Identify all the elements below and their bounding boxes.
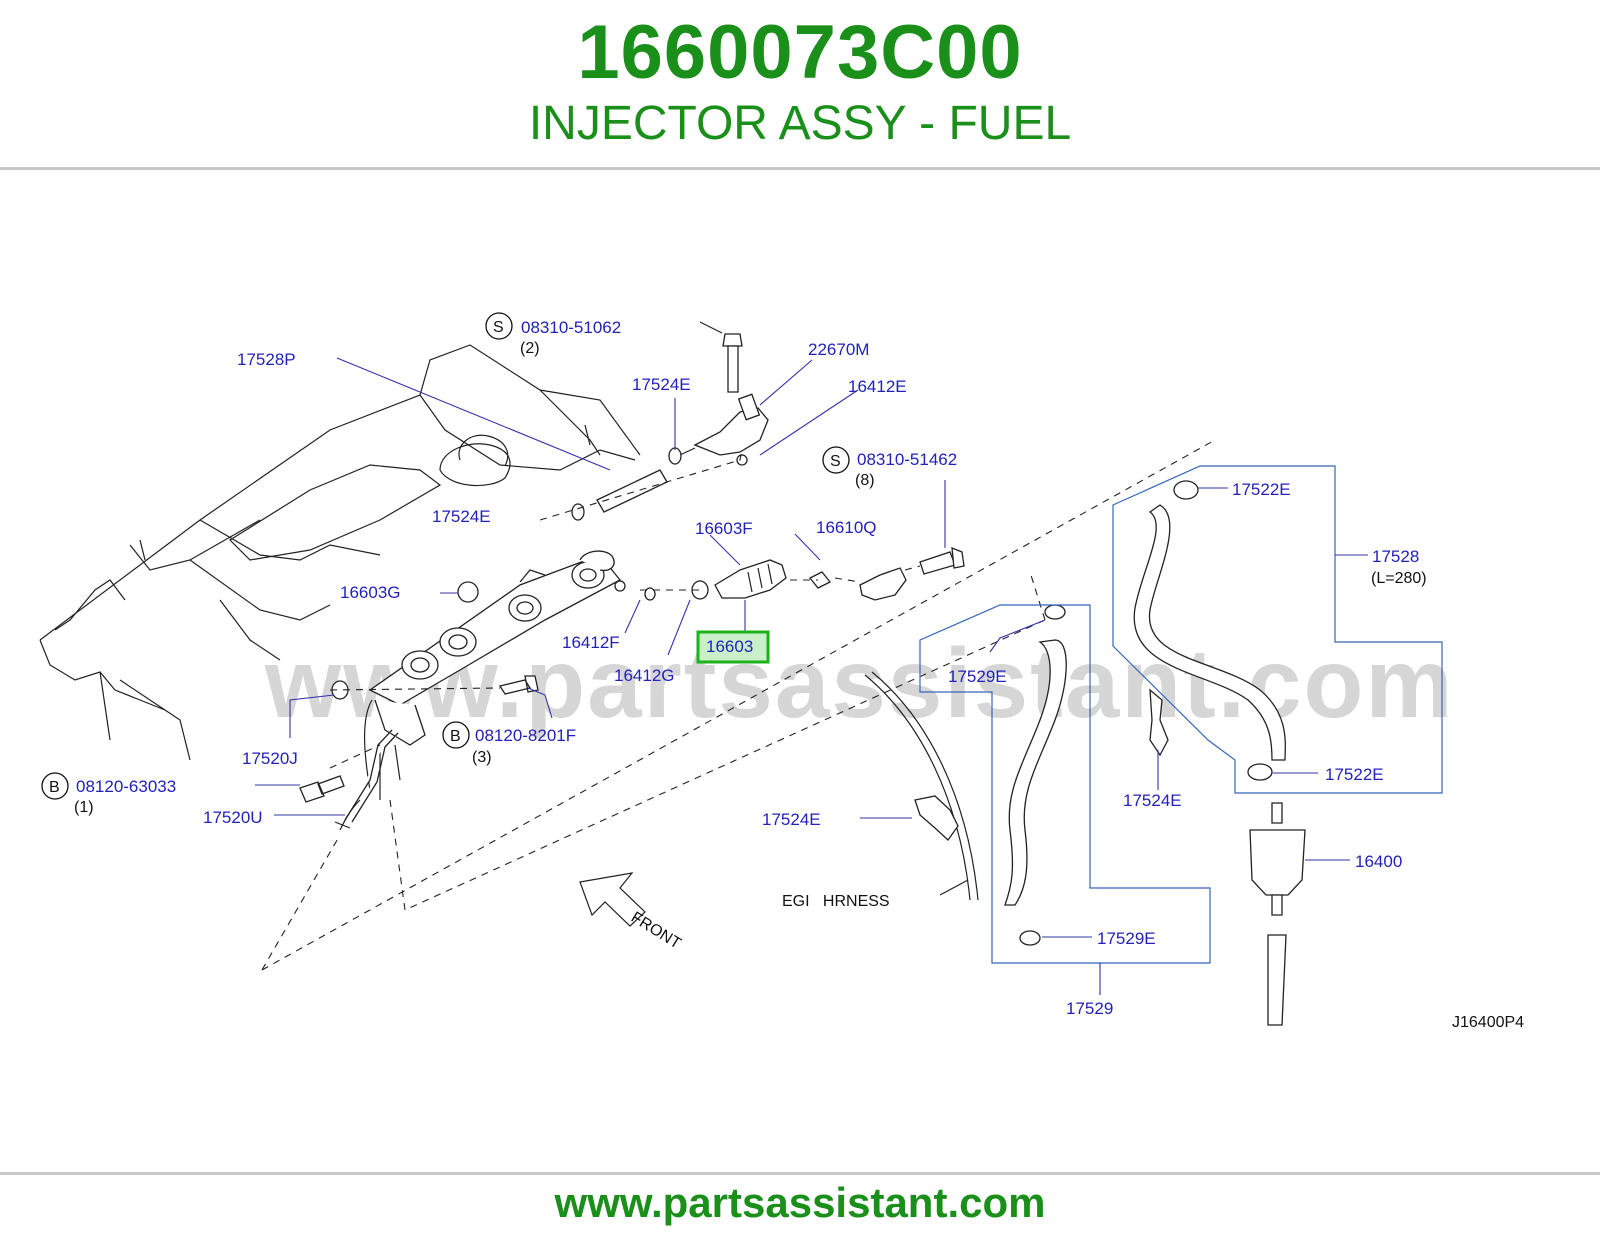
page-header: 1660073C00 INJECTOR ASSY - FUEL	[0, 0, 1600, 170]
engine-outline	[39, 344, 641, 761]
label-17529E-top[interactable]: 17529E	[948, 667, 1007, 686]
fuel-filter-16400	[1249, 802, 1306, 1026]
part-labels: 17528P 08310-51062 (2) 22670M 17524E 164…	[74, 318, 1524, 1031]
label-16412E[interactable]: 16412E	[848, 377, 907, 396]
label-16603F[interactable]: 16603F	[695, 519, 753, 538]
footer-divider	[0, 1172, 1600, 1175]
highlighted-part-box	[696, 630, 770, 664]
bolt-08310-51462	[919, 546, 965, 575]
qty-08120-63033: (1)	[74, 799, 94, 816]
bolt-marker	[41, 772, 69, 800]
header-divider	[0, 167, 1600, 170]
label-17522E-bottom[interactable]: 17522E	[1325, 765, 1384, 784]
label-17528[interactable]: 17528	[1372, 547, 1419, 566]
explosion-lines	[261, 439, 1216, 971]
clamp-17524E-upper	[668, 447, 682, 465]
label-17529[interactable]: 17529	[1066, 999, 1113, 1018]
label-08120-8201F[interactable]: 08120-8201F	[475, 726, 576, 745]
bolt-08120-63033	[299, 775, 345, 803]
label-08310-51062[interactable]: 08310-51062	[521, 318, 621, 337]
qty-08310-51062: (2)	[520, 340, 540, 357]
label-08310-51462[interactable]: 08310-51462	[857, 450, 957, 469]
marker-b-text: B	[49, 779, 60, 796]
qty-08120-8201F: (3)	[472, 749, 492, 766]
standard-part-marker	[485, 312, 513, 340]
label-egi-harness: EGI HRNESS	[782, 893, 890, 910]
label-08120-63033[interactable]: 08120-63033	[76, 777, 176, 796]
holder-16603F	[859, 567, 907, 601]
standard-part-marker	[822, 446, 850, 474]
length-17528: (L=280)	[1371, 570, 1427, 587]
fuel-line-17520U	[344, 729, 399, 823]
bolt-08310-51062	[699, 321, 743, 393]
clamp-17524E-harness	[914, 795, 959, 841]
marker-b-text: B	[450, 728, 461, 745]
marker-s-text: S	[493, 319, 504, 336]
label-17522E-top[interactable]: 17522E	[1232, 480, 1291, 499]
label-16603-highlighted[interactable]: 16603	[706, 637, 753, 656]
clamp-17524E-right	[1149, 688, 1169, 757]
clamp-17524E-lower	[571, 503, 585, 521]
front-label: FRONT	[628, 909, 684, 953]
qty-08310-51462: (8)	[855, 472, 875, 489]
pressure-regulator-22670M	[679, 393, 769, 466]
group-box-17528	[1112, 465, 1443, 794]
label-17524E-c[interactable]: 17524E	[1123, 791, 1182, 810]
part-description: INJECTOR ASSY - FUEL	[528, 97, 1072, 150]
label-16603G[interactable]: 16603G	[340, 583, 401, 602]
label-17524E-d[interactable]: 17524E	[762, 810, 821, 829]
bolt-marker	[442, 721, 470, 749]
label-17524E-b[interactable]: 17524E	[432, 507, 491, 526]
injector-16603	[644, 559, 787, 601]
label-17528P[interactable]: 17528P	[237, 350, 296, 369]
drawing-code: J16400P4	[1452, 1014, 1524, 1031]
fuel-rail-assembly	[339, 550, 626, 831]
spacer-16603G	[457, 581, 479, 603]
label-16610Q[interactable]: 16610Q	[816, 518, 877, 537]
label-16412G[interactable]: 16412G	[614, 666, 675, 685]
hose-17528P	[596, 469, 668, 513]
insulator-16610Q	[808, 571, 832, 589]
group-box-17529	[919, 604, 1211, 964]
marker-s-text: S	[830, 453, 841, 470]
part-number-title: 1660073C00	[577, 10, 1023, 95]
egi-harness	[864, 671, 979, 901]
label-17524E-a[interactable]: 17524E	[632, 375, 691, 394]
hose-17528	[1133, 480, 1286, 781]
label-16400[interactable]: 16400	[1355, 852, 1402, 871]
label-17529E-bottom[interactable]: 17529E	[1097, 929, 1156, 948]
label-17520U[interactable]: 17520U	[203, 808, 263, 827]
label-22670M[interactable]: 22670M	[808, 340, 869, 359]
bolt-08120-8201F	[498, 675, 539, 695]
label-17520J[interactable]: 17520J	[242, 749, 298, 768]
footer-site-url[interactable]: www.partsassistant.com	[554, 1179, 1046, 1226]
hose-17529	[1004, 604, 1067, 946]
front-arrow	[579, 872, 646, 927]
label-16412F[interactable]: 16412F	[562, 633, 620, 652]
leader-lines	[255, 357, 1368, 995]
